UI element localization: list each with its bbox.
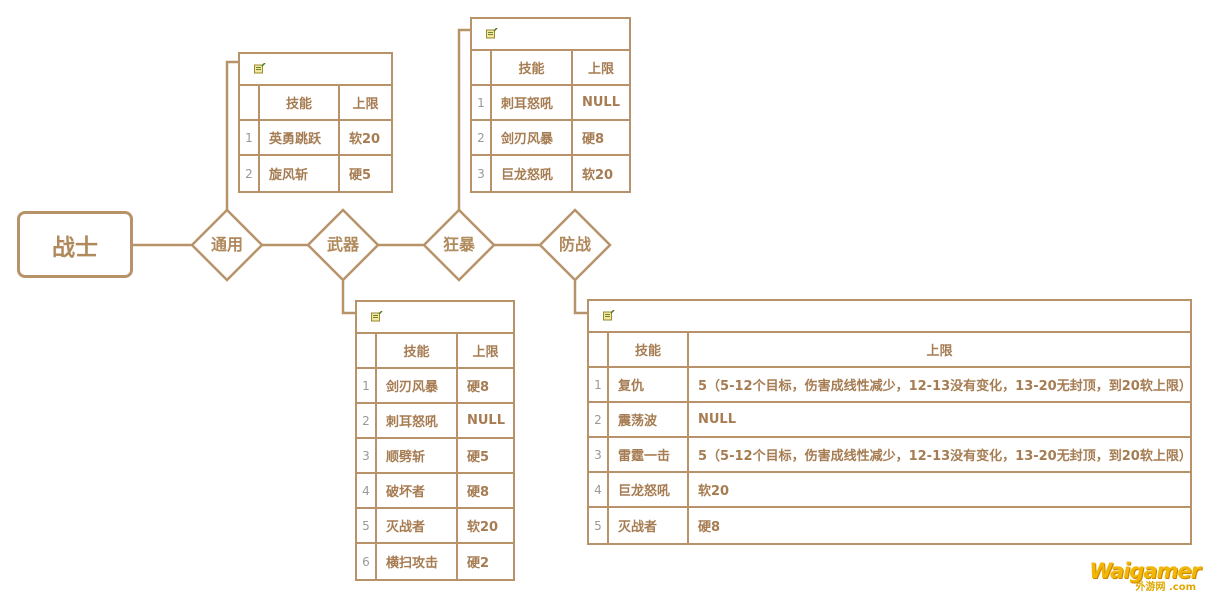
limit-cell: 软20 xyxy=(582,168,614,183)
limit-cell: NULL xyxy=(698,412,737,427)
note-icon xyxy=(486,28,498,39)
limit-cell: 5（5-12个目标，伤害成线性减少，12-13没有变化，13-20无封顶，到20… xyxy=(698,379,1190,394)
table-header-bar xyxy=(589,301,1190,333)
row-index: 2 xyxy=(589,403,609,436)
skill-cell: 巨龙怒吼 xyxy=(609,473,689,506)
category-protection[interactable]: 防战 xyxy=(558,235,591,254)
skill-cell: 刺耳怒吼 xyxy=(377,404,458,437)
column-limit: 上限 xyxy=(352,97,379,112)
row-index: 1 xyxy=(357,369,377,402)
row-index: 1 xyxy=(472,86,492,119)
skill-cell: 剑刃风暴 xyxy=(492,121,573,154)
limit-cell: 软20 xyxy=(698,484,730,499)
root-label: 战士 xyxy=(52,234,98,261)
skill-cell: 英勇跳跃 xyxy=(260,121,340,154)
watermark-main: Waigamer xyxy=(1089,559,1201,583)
skill-cell: 复仇 xyxy=(609,368,689,401)
column-limit: 上限 xyxy=(472,345,499,360)
skill-cell: 巨龙怒吼 xyxy=(492,156,573,191)
row-index: 1 xyxy=(589,368,609,401)
limit-cell: 硬8 xyxy=(467,485,490,500)
note-icon xyxy=(603,310,615,321)
limit-cell: 5（5-12个目标，伤害成线性减少，12-13没有变化，13-20无封顶，到20… xyxy=(698,449,1190,464)
column-limit: 上限 xyxy=(926,344,953,359)
limit-cell: NULL xyxy=(467,413,506,428)
table-header-bar xyxy=(357,302,513,334)
column-limit: 上限 xyxy=(587,62,614,77)
root-node[interactable]: 战士 xyxy=(17,211,133,278)
note-icon xyxy=(254,63,266,74)
table-column-headers: 技能 上限 xyxy=(240,86,391,121)
skill-cell: 顺劈斩 xyxy=(377,439,458,472)
row-index: 1 xyxy=(240,121,260,154)
row-index: 3 xyxy=(357,439,377,472)
category-fury[interactable]: 狂暴 xyxy=(442,235,475,254)
row-index: 5 xyxy=(589,508,609,543)
category-general[interactable]: 通用 xyxy=(210,235,243,254)
limit-cell: 硬5 xyxy=(467,450,490,465)
limit-cell: 硬5 xyxy=(349,168,372,183)
watermark-sub: 外游网 .com xyxy=(1135,582,1197,593)
skill-cell: 灭战者 xyxy=(609,508,689,543)
table-header-bar xyxy=(472,19,629,51)
table-column-headers: 技能 上限 xyxy=(589,333,1190,368)
limit-cell: NULL xyxy=(582,95,621,110)
limit-cell: 硬8 xyxy=(582,132,605,147)
limit-cell: 软20 xyxy=(467,520,499,535)
table-column-headers: 技能 上限 xyxy=(357,334,513,369)
row-index: 4 xyxy=(357,474,377,507)
category-arms[interactable]: 武器 xyxy=(326,235,359,254)
limit-cell: 硬8 xyxy=(698,520,721,535)
skill-cell: 刺耳怒吼 xyxy=(492,86,573,119)
skill-cell: 破坏者 xyxy=(377,474,458,507)
row-index: 4 xyxy=(589,473,609,506)
row-index: 5 xyxy=(357,509,377,542)
table-header-bar xyxy=(240,54,391,86)
table-column-headers: 技能 上限 xyxy=(472,51,629,86)
row-index: 2 xyxy=(357,404,377,437)
column-skill: 技能 xyxy=(377,334,458,367)
skill-cell: 旋风斩 xyxy=(260,156,340,191)
skill-cell: 剑刃风暴 xyxy=(377,369,458,402)
column-skill: 技能 xyxy=(492,51,573,84)
row-index: 2 xyxy=(240,156,260,191)
skill-cell: 震荡波 xyxy=(609,403,689,436)
row-index: 3 xyxy=(472,156,492,191)
row-index: 2 xyxy=(472,121,492,154)
column-skill: 技能 xyxy=(260,86,340,119)
limit-cell: 硬8 xyxy=(467,380,490,395)
row-index: 6 xyxy=(357,544,377,579)
skill-cell: 雷霆一击 xyxy=(609,438,689,471)
watermark-logo: Waigamer 外游网 .com xyxy=(1089,559,1201,593)
skill-cell: 横扫攻击 xyxy=(377,544,458,579)
column-skill: 技能 xyxy=(609,333,689,366)
skill-cell: 灭战者 xyxy=(377,509,458,542)
note-icon xyxy=(371,311,383,322)
limit-cell: 硬2 xyxy=(467,556,490,571)
row-index: 3 xyxy=(589,438,609,471)
limit-cell: 软20 xyxy=(349,132,381,147)
